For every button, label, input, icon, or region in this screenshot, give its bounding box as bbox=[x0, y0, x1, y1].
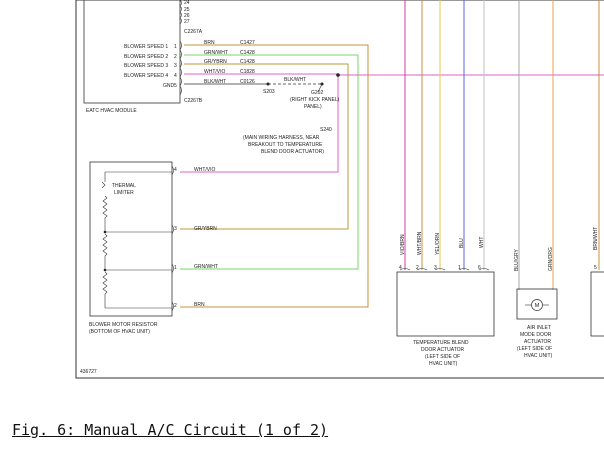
temp-pin-4: 4 bbox=[399, 265, 402, 271]
splice-note-2: BREAKOUT TO TEMPERATURE bbox=[248, 142, 323, 148]
air-actuator-name-5: HVAC UNIT) bbox=[524, 353, 553, 359]
temp-wire-label-yel-orn: YEL/ORN bbox=[435, 233, 441, 255]
temp-actuator-name-3: (LEFT SIDE OF bbox=[425, 354, 460, 360]
diagram-frame bbox=[75, 0, 604, 379]
circuit-c1428-a: C1428 bbox=[240, 50, 255, 56]
thermal-limiter-icon bbox=[101, 181, 106, 189]
air-actuator-name-2: MODE DOOR bbox=[520, 332, 552, 338]
wire-grn-wht bbox=[180, 54, 359, 270]
wire-gr-ybrn bbox=[180, 63, 349, 230]
ground-location-label-2: PANEL) bbox=[304, 104, 322, 110]
right-pin-label: 5 bbox=[594, 265, 597, 271]
module-pin-24: 24 bbox=[184, 0, 190, 6]
temp-wire-label-vio-brn: VIO/BRN bbox=[400, 234, 406, 255]
resistor-coil-2 bbox=[102, 233, 108, 270]
splice-note-1: (MAIN WIRING HARNESS, NEAR bbox=[243, 135, 320, 141]
splice-s240-dot bbox=[336, 73, 340, 77]
wire-label-grn-wht: GRN/WHT bbox=[204, 50, 228, 56]
temp-actuator-box bbox=[396, 271, 495, 337]
resistor-connector bbox=[171, 165, 174, 312]
motor-symbol: M bbox=[535, 303, 540, 309]
splice-s203-dot bbox=[266, 82, 270, 86]
air-wire-label-grn-org: GRN/ORG bbox=[548, 247, 554, 271]
resistor-wire-grn-wht: GRN/WHT bbox=[194, 264, 218, 270]
module-connector-top bbox=[179, 0, 182, 25]
temp-pin-3: 3 bbox=[434, 265, 437, 271]
wire-label-brn: BRN bbox=[204, 40, 215, 46]
temp-actuator-name-1: TEMPERATURE BLEND bbox=[413, 340, 469, 346]
module-pin-1: 1 bbox=[174, 44, 177, 50]
module-pin-3: 3 bbox=[174, 63, 177, 69]
thermal-limiter-label-1: THERMAL bbox=[112, 183, 136, 189]
module-pin-label-5: GND bbox=[163, 83, 175, 89]
air-wire-label-blu-gry: BLU/GRY bbox=[514, 248, 520, 271]
temp-pin-2: 2 bbox=[416, 265, 419, 271]
motor-icon bbox=[531, 299, 543, 311]
thermal-limiter-label-2: LIMITER bbox=[114, 190, 134, 196]
air-actuator-name-1: AIR INLET bbox=[527, 325, 551, 331]
circuit-c1427: C1427 bbox=[240, 40, 255, 46]
splice-s203-label: S203 bbox=[263, 89, 275, 95]
temp-connector bbox=[399, 268, 490, 271]
wire-label-gr-ybrn: GR/YBRN bbox=[204, 59, 227, 65]
module-pin-label-1: BLOWER SPEED 1 bbox=[124, 44, 168, 50]
resistor-box bbox=[89, 161, 173, 317]
resistor-coil-1 bbox=[102, 195, 108, 232]
module-pin-27: 27 bbox=[184, 19, 190, 25]
wire-wht-vio bbox=[180, 73, 339, 173]
resistor-pin-2: 2 bbox=[174, 303, 177, 309]
resistor-pin-1: 1 bbox=[174, 265, 177, 271]
resistor-name-1: BLOWER MOTOR RESISTOR bbox=[89, 322, 158, 328]
resistor-name-2: (BOTTOM OF HVAC UNIT) bbox=[89, 329, 150, 335]
resistor-wire-wht-vio: WHT/VIO bbox=[194, 167, 215, 173]
module-pin-25: 25 bbox=[184, 7, 190, 13]
splice-note-3: BLEND DOOR ACTUATOR) bbox=[261, 149, 324, 155]
air-actuator-box bbox=[516, 288, 558, 320]
resistor-wire-gr-ybrn: GR/YBRN bbox=[194, 226, 217, 232]
ground-g202-label: G202 bbox=[311, 90, 323, 96]
temp-wire-label-wht-brn: WHT/BRN bbox=[417, 231, 423, 255]
resistor-pin-4: 4 bbox=[174, 167, 177, 173]
circuit-c1828: C1828 bbox=[240, 69, 255, 75]
temp-wire-label-blu: BLU bbox=[459, 238, 465, 248]
module-pin-26: 26 bbox=[184, 13, 190, 19]
wire-label-wht-vio: WHT/VIO bbox=[204, 69, 225, 75]
module-pin-label-2: BLOWER SPEED 2 bbox=[124, 54, 168, 60]
module-connector-bottom bbox=[179, 40, 182, 96]
module-pin-4: 4 bbox=[174, 73, 177, 79]
module-pin-label-3: BLOWER SPEED 3 bbox=[124, 63, 168, 69]
module-pin-label-4: BLOWER SPEED 4 bbox=[124, 73, 168, 79]
ground-pointer bbox=[317, 83, 323, 93]
module-name: EATC HVAC MODULE bbox=[86, 108, 137, 114]
temp-actuator-name-2: DOOR ACTUATOR bbox=[421, 347, 465, 353]
temp-pin-6: 6 bbox=[478, 265, 481, 271]
resistor-wire-brn: BRN bbox=[194, 302, 205, 308]
splice-s240-label: S240 bbox=[320, 127, 332, 133]
temp-actuator-name-4: HVAC UNIT) bbox=[429, 361, 458, 367]
circuit-c0126: C0126 bbox=[240, 79, 255, 85]
temp-wire-label-wht: WHT bbox=[479, 237, 485, 248]
right-wire-label: BRN/WHT bbox=[593, 227, 599, 250]
resistor-pin-3: 3 bbox=[174, 226, 177, 232]
temp-pin-1: 1 bbox=[458, 265, 461, 271]
module-pin-2: 2 bbox=[174, 54, 177, 60]
hvac-module-box bbox=[83, 0, 181, 104]
resistor-coil-3 bbox=[102, 271, 108, 308]
connector-bottom-label: C2267B bbox=[184, 98, 203, 104]
module-pin-5: 5 bbox=[174, 83, 177, 89]
figure-caption: Fig. 6: Manual A/C Circuit (1 of 2) bbox=[12, 421, 329, 439]
right-component-box bbox=[590, 271, 604, 337]
air-actuator-name-4: (LEFT SIDE OF bbox=[517, 346, 552, 352]
figure-number: 436727 bbox=[80, 369, 97, 375]
ground-location-label: (RIGHT KICK PANEL) bbox=[290, 97, 340, 103]
air-actuator-name-3: ACTUATOR bbox=[524, 339, 551, 345]
wire-label-blk-wht: BLK/WHT bbox=[204, 79, 226, 85]
circuit-c1428-b: C1428 bbox=[240, 59, 255, 65]
wire-brn bbox=[180, 44, 369, 308]
ground-wire-label: BLK/WHT bbox=[284, 77, 306, 83]
connector-top-label: C2267A bbox=[184, 29, 203, 35]
